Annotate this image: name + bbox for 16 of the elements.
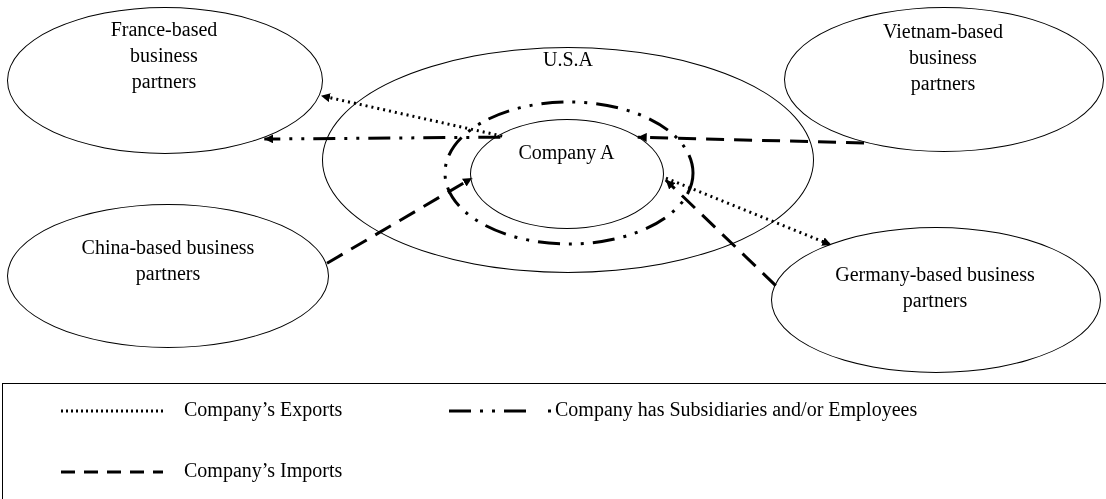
arrow xyxy=(664,178,777,287)
arrow xyxy=(264,134,501,144)
node-label: U.S.A xyxy=(542,47,594,72)
node-label: France-based business partners xyxy=(109,17,219,94)
legend-label: Company’s Imports xyxy=(184,459,343,482)
arrow xyxy=(665,176,832,247)
arrow xyxy=(326,176,473,265)
node-label: China-based business partners xyxy=(80,235,256,286)
arrow xyxy=(637,132,865,145)
node-label: Germany-based business partners xyxy=(834,262,1036,313)
legend-label: Company has Subsidiaries and/or Employees xyxy=(555,398,918,421)
node-label: Vietnam-based business partners xyxy=(882,19,1004,96)
arrow xyxy=(320,93,503,138)
legend-label: Company’s Exports xyxy=(184,398,343,421)
node-label: Company A xyxy=(517,139,616,165)
dash-dot-ellipse xyxy=(442,99,695,246)
